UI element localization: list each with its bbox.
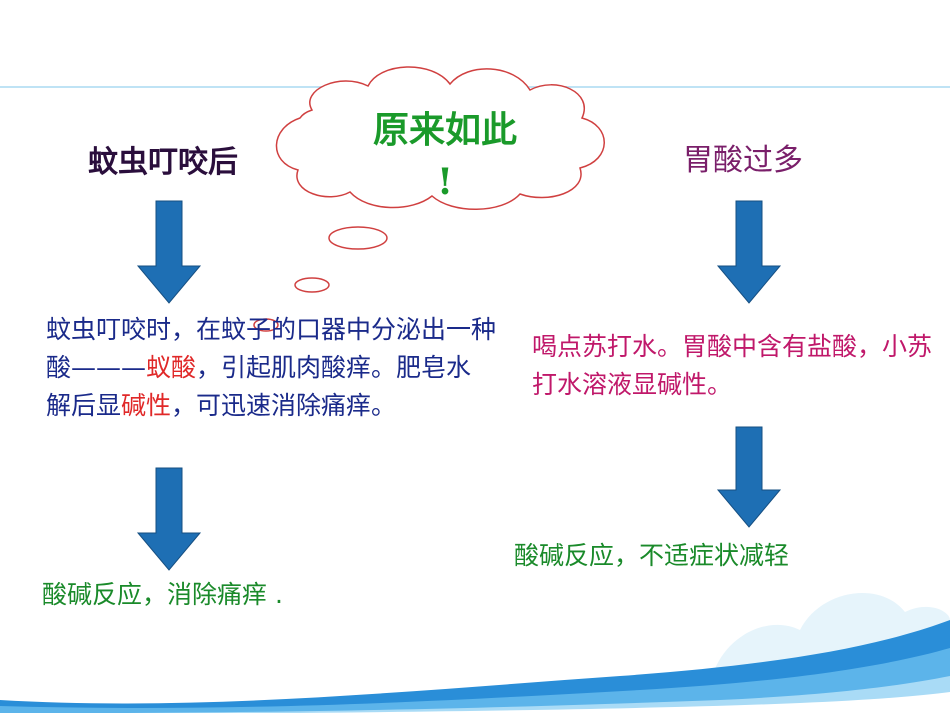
arrow-down-right-bottom [716,426,782,528]
right-heading: 胃酸过多 [683,143,803,178]
right-result: 酸碱反应，不适症状减轻 [514,541,790,570]
arrow-down-left-top [136,200,202,304]
thought-cloud [253,66,605,332]
arrow-down-left-bottom [136,467,202,571]
arrow-down-right-top [716,200,782,304]
left-explanation-part-c: ，可迅速消除痛痒。 [171,391,397,420]
base-highlight: 碱性 [121,391,172,420]
acid-highlight: 蚁酸 [146,353,197,382]
right-explanation: 喝点苏打水。胃酸中含有盐酸，小苏打水溶液显碱性。 [532,332,933,399]
decorative-waves [0,592,950,713]
left-explanation-part-a: 蚊虫叮咬时，在蚊子的口器中分泌出一种酸——— [46,315,497,382]
cloud-bubble-large [328,226,388,250]
wave-light [120,676,950,713]
cloud-title-exclaim: ! [437,161,453,203]
wave-highlight [300,692,950,713]
cloud-bubble-small [253,318,279,332]
left-explanation: 蚊虫叮咬时，在蚊子的口器中分泌出一种酸———蚁酸，引起肌肉酸痒。肥皂水解后显碱性… [46,311,496,425]
cloud-title: 原来如此 ! [345,104,545,208]
left-heading: 蚊虫叮咬后 [88,145,238,180]
left-explanation-part-b: ，引起肌肉酸痒。肥皂水解后显 [46,353,472,420]
cloud-title-text: 原来如此 [372,109,517,151]
cloud-shape [275,66,605,210]
left-result: 酸碱反应，消除痛痒 . [42,580,283,609]
wave-mid [0,648,950,713]
cloud-bubble-medium [294,277,330,293]
